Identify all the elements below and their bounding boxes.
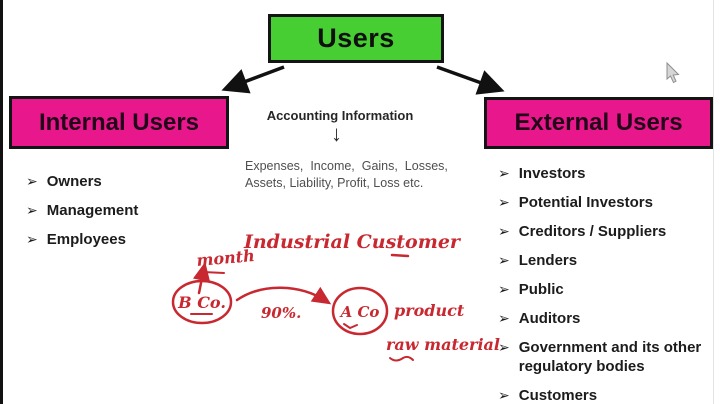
company-b-circle (171, 279, 233, 325)
arrow-bullet-icon: ➢ (498, 165, 510, 181)
mouse-cursor-icon (666, 61, 680, 84)
list-item-label: Government and its other regulatory bodi… (518, 339, 702, 375)
list-item: ➢ Public (498, 280, 713, 299)
month-arrow (192, 261, 211, 295)
list-item-label: Owners (46, 173, 102, 190)
company-a-circle (331, 286, 389, 336)
handwriting-company-a: A Co (339, 303, 380, 321)
list-item: ➢ Management (26, 201, 226, 220)
arrow-bullet-icon: ➢ (498, 339, 510, 355)
list-item-label: Employees (46, 231, 126, 248)
list-item-label: Potential Investors (518, 194, 653, 211)
list-item-label: Lenders (518, 252, 578, 269)
list-item-label: Customers (518, 387, 598, 404)
internal-users-label: Internal Users (38, 108, 200, 136)
external-users-box: External Users (484, 97, 713, 149)
squiggle-underline (389, 355, 414, 362)
users-box: Users (268, 14, 444, 63)
arrow-bullet-icon: ➢ (498, 223, 510, 239)
handwritten-annotation: Industrial Customer month B Co. 90%. A C… (171, 231, 500, 362)
list-item-label: Public (518, 281, 564, 298)
handwriting-percent: 90%. (261, 304, 301, 322)
underline-stroke (202, 271, 225, 274)
arrow-bullet-icon: ➢ (498, 387, 510, 403)
arrow-bullet-icon: ➢ (26, 173, 38, 189)
handwriting-raw-material: raw material (386, 335, 500, 354)
handwriting-month: month (196, 246, 256, 270)
handwriting-company-b: B Co. (177, 293, 226, 312)
list-item: ➢ Creditors / Suppliers (498, 222, 713, 241)
list-item: ➢ Customers (498, 386, 713, 404)
underline-stroke (390, 253, 410, 258)
list-item: ➢ Employees (26, 230, 226, 249)
external-users-label: External Users (514, 109, 683, 136)
accounting-items-paragraph: Expenses, Income, Gains, Losses, Assets, … (245, 158, 448, 192)
accounting-items-line1: Expenses, Income, Gains, Losses, (245, 159, 448, 173)
right-edge-line (713, 0, 714, 404)
internal-users-box: Internal Users (9, 96, 229, 149)
list-item-label: Investors (518, 165, 586, 182)
arrow-bullet-icon: ➢ (498, 194, 510, 210)
internal-users-list: ➢ Owners ➢ Management ➢ Employees (26, 172, 226, 249)
check-stroke (343, 323, 358, 330)
list-item: ➢ Lenders (498, 251, 713, 270)
handwriting-heading: Industrial Customer (243, 231, 462, 253)
list-item: ➢ Owners (26, 172, 226, 191)
branch-arrow-to-internal (221, 65, 285, 94)
list-item-label: Management (46, 202, 139, 219)
branch-arrow-to-external (436, 65, 505, 95)
handwriting-product: product (394, 301, 465, 320)
list-item-label: Auditors (518, 310, 581, 327)
arrow-bullet-icon: ➢ (26, 202, 38, 218)
transfer-arrow (235, 286, 332, 305)
list-item: ➢ Potential Investors (498, 193, 713, 212)
list-item: ➢ Auditors (498, 309, 713, 328)
accounting-items-line2: Assets, Liability, Profit, Loss etc. (245, 176, 424, 190)
list-item: ➢ Investors (498, 164, 713, 183)
arrow-bullet-icon: ➢ (498, 310, 510, 326)
arrow-bullet-icon: ➢ (498, 281, 510, 297)
down-arrow-icon: ↓ (331, 121, 342, 146)
list-item: ➢ Government and its other regulatory bo… (498, 338, 713, 376)
users-box-label: Users (317, 23, 395, 53)
external-users-list: ➢ Investors ➢ Potential Investors ➢ Cred… (498, 164, 713, 404)
arrow-bullet-icon: ➢ (498, 252, 510, 268)
left-edge-bar (0, 0, 3, 404)
arrow-bullet-icon: ➢ (26, 231, 38, 247)
accounting-information-heading: Accounting Information (266, 108, 414, 123)
list-item-label: Creditors / Suppliers (518, 223, 667, 240)
